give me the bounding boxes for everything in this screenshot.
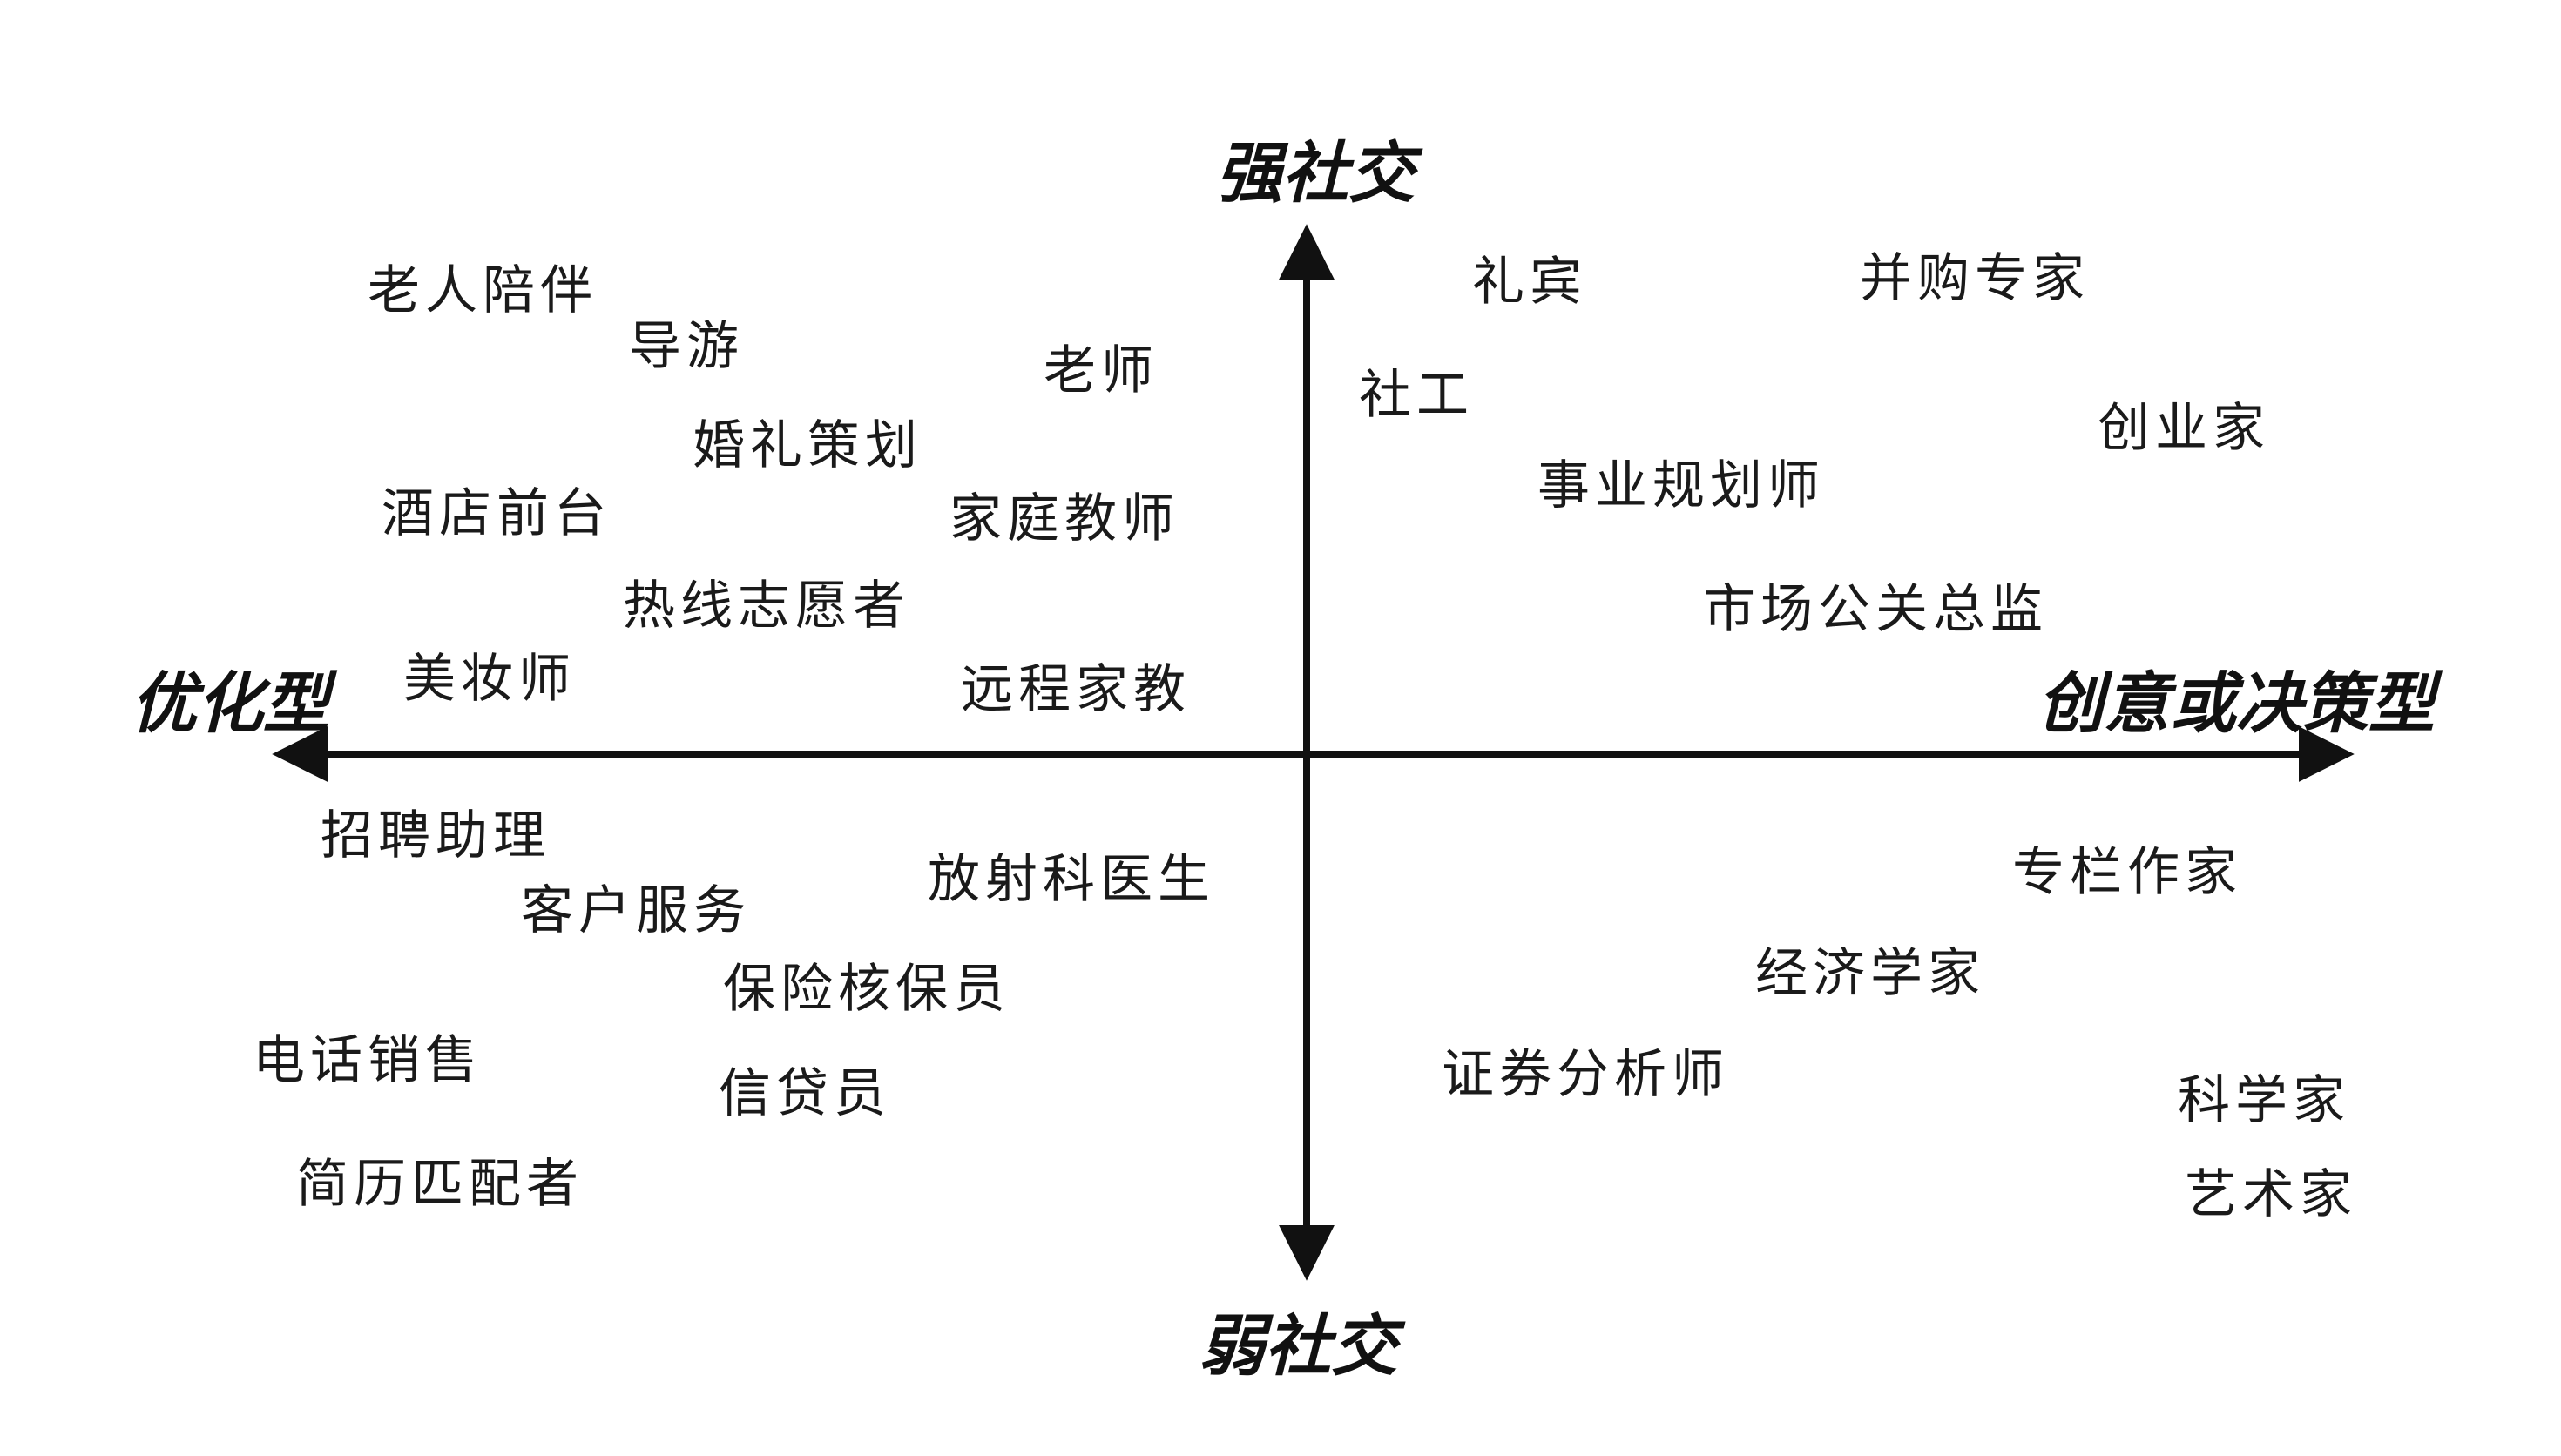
job-label: 婚礼策划 — [693, 415, 922, 476]
job-label: 保险核保员 — [723, 959, 1010, 1020]
job-label: 创业家 — [2098, 398, 2270, 459]
job-label: 艺术家 — [2185, 1164, 2357, 1225]
job-label: 热线志愿者 — [623, 576, 910, 637]
job-label: 礼宾 — [1472, 252, 1587, 313]
job-label: 市场公关总监 — [1703, 579, 2048, 640]
job-label: 事业规划师 — [1537, 455, 1825, 516]
job-label: 放射科医生 — [928, 849, 1215, 910]
job-label: 电话销售 — [253, 1030, 483, 1091]
job-label: 家庭教师 — [949, 489, 1179, 549]
job-label: 科学家 — [2178, 1070, 2350, 1131]
job-label: 老师 — [1044, 340, 1159, 401]
job-label: 客户服务 — [521, 880, 751, 941]
job-label: 美妆师 — [403, 649, 576, 710]
job-label: 老人陪伴 — [368, 260, 598, 321]
job-label: 社工 — [1359, 365, 1474, 426]
axis-label-left: 优化型 — [131, 664, 338, 742]
job-label: 并购专家 — [1860, 248, 2090, 309]
axis-label-right: 创意或决策型 — [2037, 664, 2443, 742]
job-label: 酒店前台 — [382, 483, 612, 544]
axis-label-bottom: 弱社交 — [1199, 1307, 1406, 1385]
job-label: 远程家教 — [961, 659, 1191, 720]
axis-label-top: 强社交 — [1216, 134, 1423, 212]
job-label: 信贷员 — [719, 1063, 891, 1124]
job-label: 导游 — [629, 316, 744, 377]
job-label: 证券分析师 — [1442, 1044, 1729, 1105]
job-label: 专栏作家 — [2012, 842, 2242, 903]
job-label: 经济学家 — [1755, 943, 1985, 1004]
job-label: 简历匹配者 — [296, 1154, 584, 1215]
job-label: 招聘助理 — [321, 806, 551, 866]
